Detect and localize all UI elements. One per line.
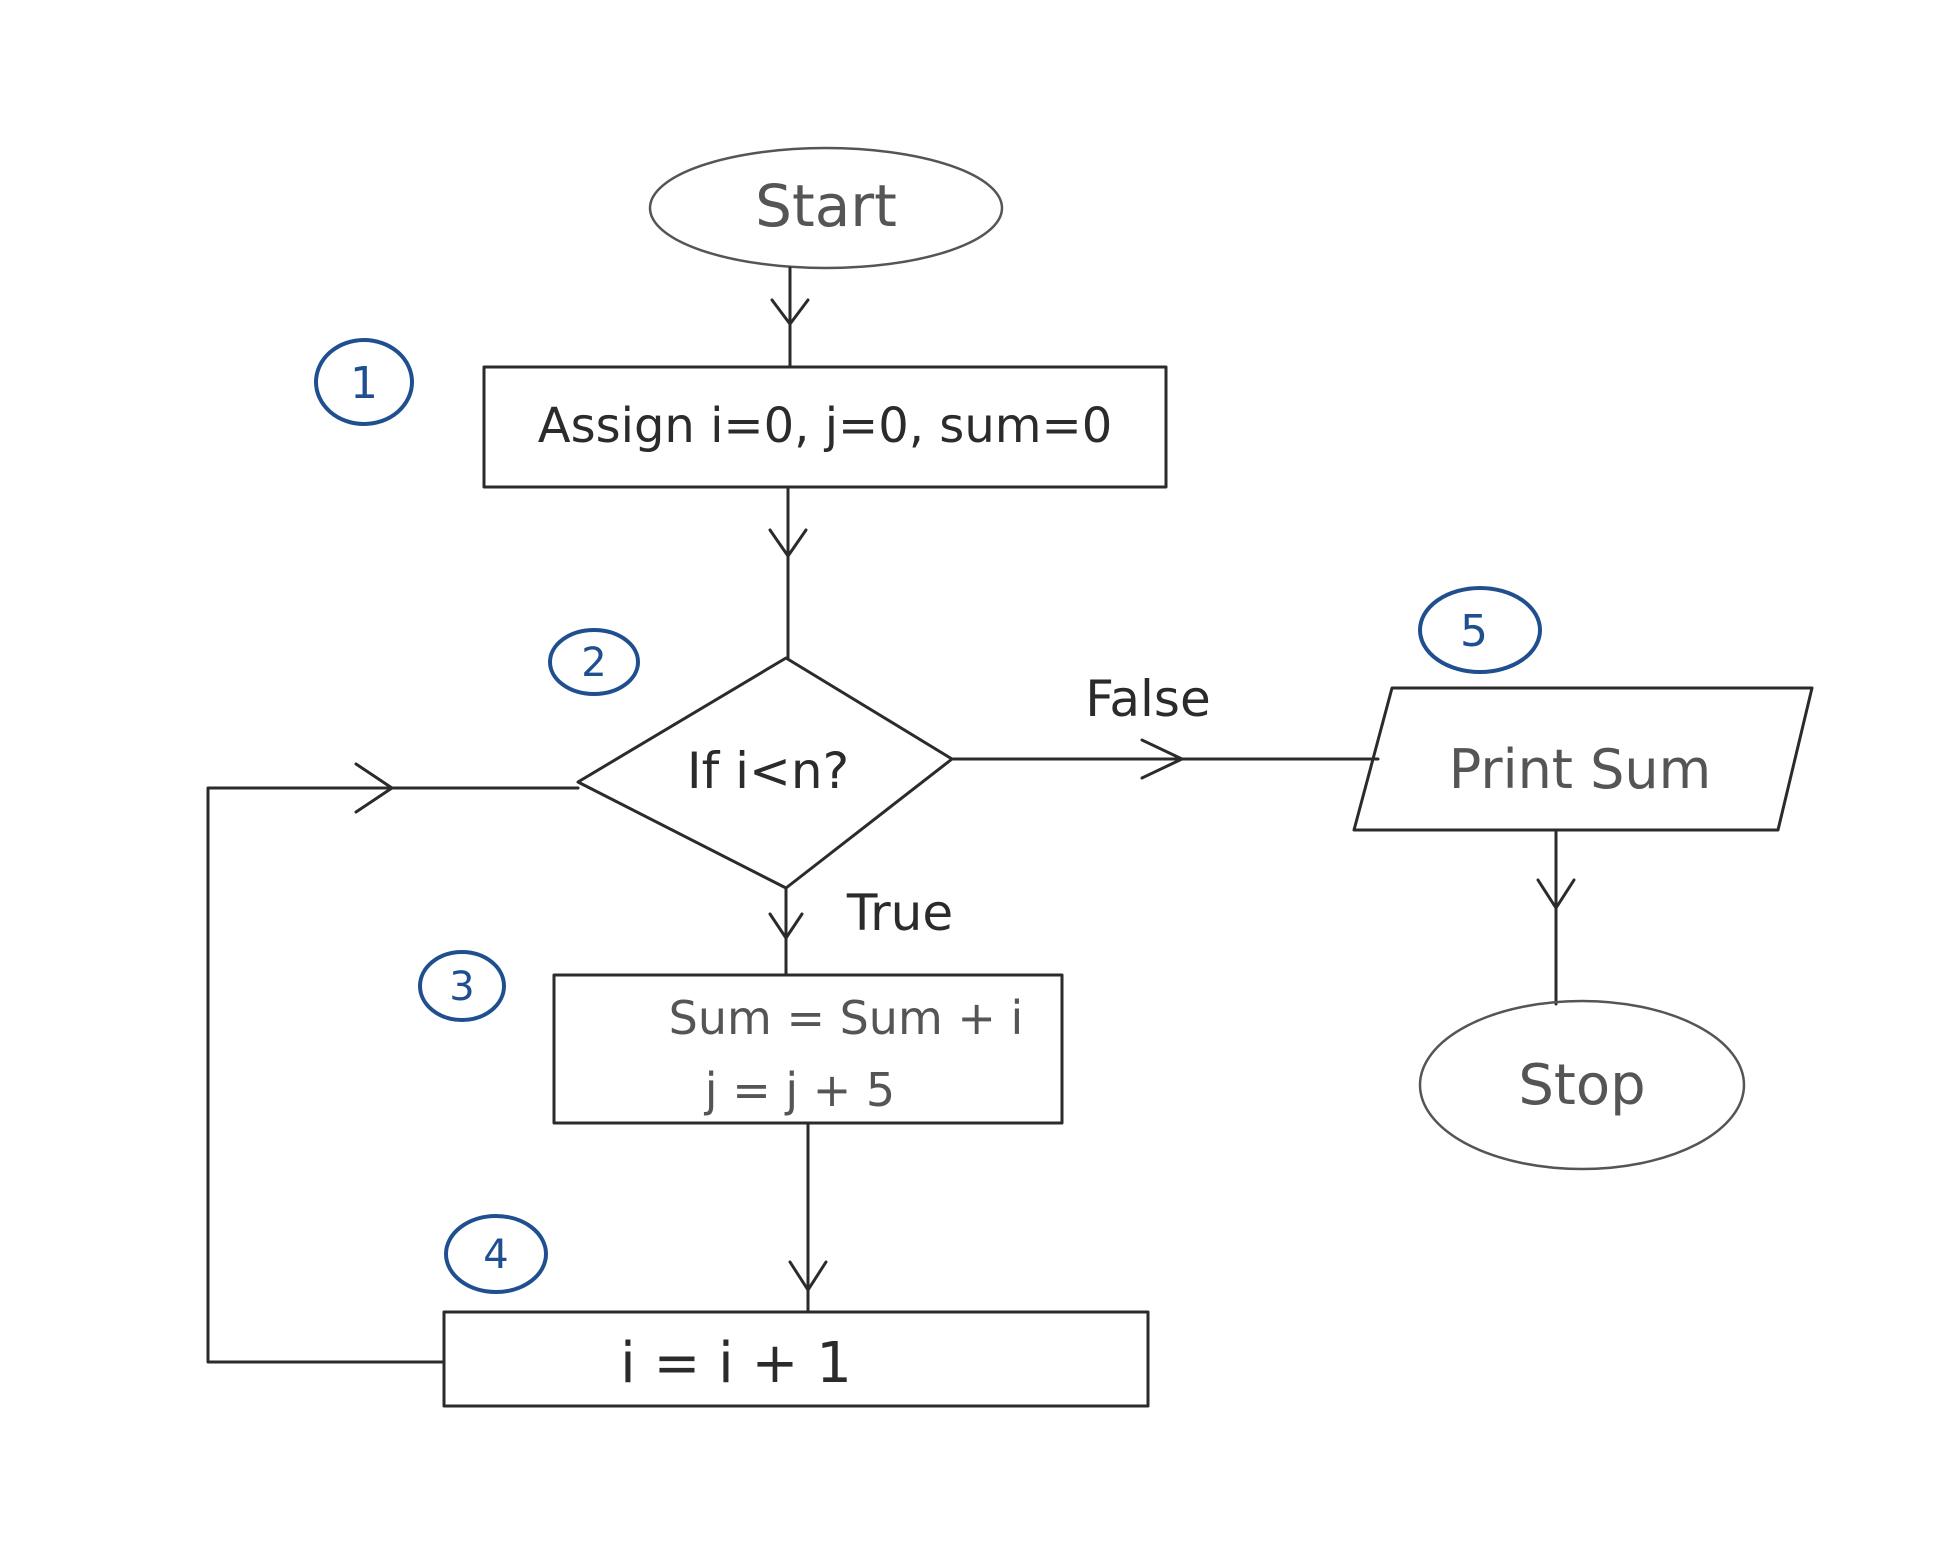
arrow-process-to-increment [788, 1121, 828, 1314]
step-number-4: 4 [444, 1214, 548, 1294]
j-update-label: j = j + 5 [704, 1063, 895, 1117]
decision-label: If i<n? [687, 742, 849, 800]
svg-text:1: 1 [350, 358, 378, 409]
stop-label: Stop [1518, 1053, 1645, 1118]
false-label: False [1085, 670, 1211, 728]
svg-text:3: 3 [449, 964, 474, 1010]
print-sum-label: Print Sum [1449, 738, 1712, 801]
svg-text:2: 2 [581, 640, 606, 686]
true-label: True [846, 884, 953, 942]
arrow-print-to-stop [1536, 828, 1576, 1006]
arrow-start-to-assign [770, 266, 810, 368]
svg-text:4: 4 [483, 1232, 508, 1278]
arrow-decision-false-to-print: False [950, 670, 1380, 780]
step-number-5: 5 [1418, 586, 1542, 674]
assign-label: Assign i=0, j=0, sum=0 [538, 398, 1113, 454]
arrow-loop-back-to-decision [206, 762, 580, 1364]
svg-text:5: 5 [1460, 606, 1488, 657]
arrow-decision-true-to-process: True [768, 884, 953, 977]
stop-terminator: Stop [1418, 999, 1746, 1171]
start-label: Start [755, 172, 897, 240]
start-terminator: Start [648, 146, 1004, 270]
step-number-2: 2 [548, 628, 640, 696]
sum-update-label: Sum = Sum + i [669, 991, 1024, 1045]
sum-process: Sum = Sum + i j = j + 5 [552, 973, 1064, 1125]
assign-process: Assign i=0, j=0, sum=0 [482, 365, 1168, 489]
increment-label: i = i + 1 [620, 1331, 852, 1396]
step-number-3: 3 [418, 950, 506, 1022]
step-number-1: 1 [314, 338, 414, 426]
decision-node: If i<n? [576, 656, 954, 890]
arrow-assign-to-decision [768, 485, 808, 660]
increment-process: i = i + 1 [442, 1310, 1150, 1408]
print-sum-io: Print Sum [1352, 686, 1814, 832]
